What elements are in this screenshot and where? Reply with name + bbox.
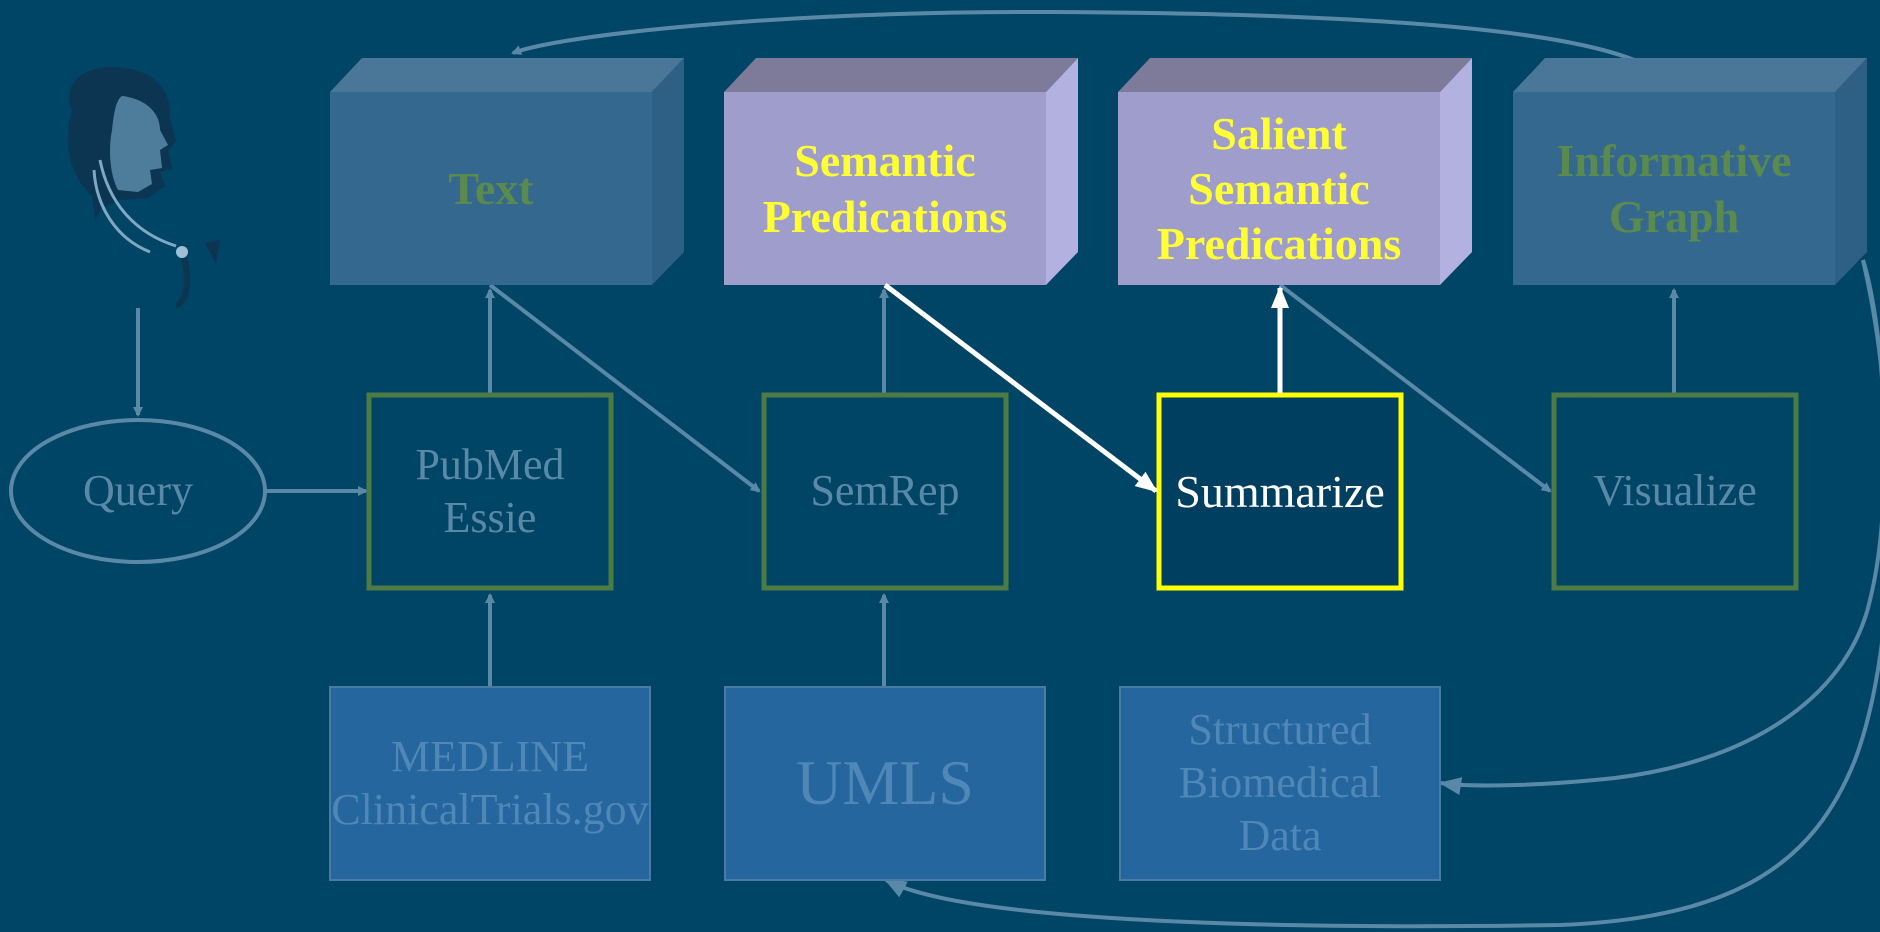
umls-label: UMLS xyxy=(796,747,974,819)
medline-label: MEDLINE ClinicalTrials.gov xyxy=(331,731,649,834)
umls-box xyxy=(724,686,1046,881)
dim-arrows xyxy=(133,9,1880,929)
structured-data-box xyxy=(1119,686,1441,881)
query-label: Query xyxy=(83,465,193,515)
text-label: Text xyxy=(448,162,534,214)
visualize-label: Visualize xyxy=(1593,466,1757,516)
pubmed-essie-box xyxy=(366,392,614,591)
query-ellipse xyxy=(9,418,267,564)
summarize-label: Summarize xyxy=(1175,465,1385,517)
semantic-predications-box xyxy=(724,58,1078,285)
salient-semantic-predications-box xyxy=(1118,58,1472,285)
informative-graph-label: Informative Graph xyxy=(1556,135,1792,242)
visualize-box xyxy=(1551,392,1799,591)
informative-graph-box xyxy=(1513,58,1867,285)
doctor-icon xyxy=(68,66,220,308)
summarize-box xyxy=(1156,392,1404,591)
pubmed-essie-label: PubMed Essie xyxy=(415,439,565,542)
semrep-box xyxy=(761,392,1009,591)
text-box xyxy=(330,58,684,285)
medline-box xyxy=(329,686,651,881)
salient-semantic-predications-label: Salient Semantic Predications xyxy=(1156,107,1402,270)
highlight-arrows xyxy=(883,283,1289,493)
semantic-predications-label: Semantic Predications xyxy=(762,135,1008,242)
structured-data-label: Structured Biomedical Data xyxy=(1178,705,1382,860)
semrep-label: SemRep xyxy=(810,466,960,516)
